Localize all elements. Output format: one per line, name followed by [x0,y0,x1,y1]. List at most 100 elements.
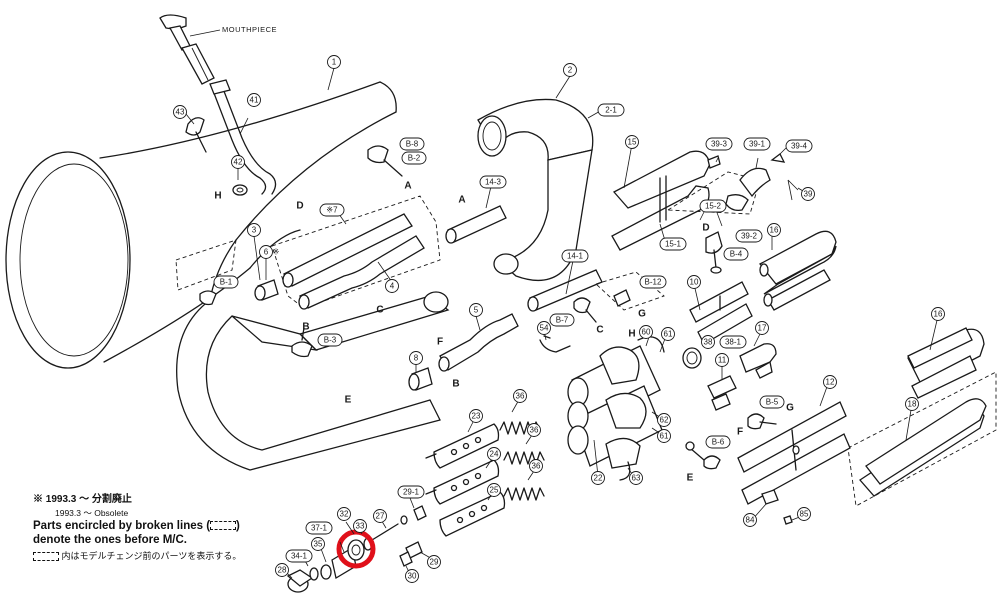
callout-23: 23 [469,409,483,423]
svg-text:61: 61 [660,432,669,441]
callout-34-1: 34-1 [285,549,313,563]
callout-39-1: 39-1 [743,137,771,151]
svg-text:B-8: B-8 [406,140,419,149]
svg-text:B-5: B-5 [766,398,779,407]
svg-text:2: 2 [568,66,573,75]
part-84 [761,489,779,505]
callout-16-right: 16 [931,307,945,321]
callout-11: 11 [715,353,729,367]
mouthpiece-label: MOUTHPIECE [222,25,277,34]
callout-29-1: 29-1 [397,485,425,499]
letter-h-2: H [628,329,635,340]
svg-text:15-2: 15-2 [705,202,722,211]
svg-text:36: 36 [530,426,539,435]
ring-42 [232,184,248,196]
legend-line-2: 1993.3 ～ Obsolete [55,508,129,518]
ring-8 [408,367,433,391]
svg-text:61: 61 [664,330,673,339]
callout-3: 3 [247,223,261,237]
letter-a-2: A [458,195,465,206]
cap-28 [286,569,314,593]
svg-text:5: 5 [474,306,479,315]
callout-38: 38 [701,335,715,349]
svg-text:B-4: B-4 [730,250,743,259]
label-b-12: B-12 [639,275,667,289]
callout-24: 24 [487,447,501,461]
callout-7: ※7 [319,203,345,217]
callout-39-2: 39-2 [735,229,763,243]
callout-61-b: 61 [657,429,671,443]
svg-text:85: 85 [800,510,809,519]
svg-text:17: 17 [758,324,767,333]
letter-g-2: G [786,403,794,414]
part-11 [707,375,737,411]
svg-text:29-1: 29-1 [403,488,420,497]
callout-25: 25 [487,483,501,497]
letter-g-1: G [638,309,646,320]
legend-line-3: Parts encircled by broken lines () [33,520,240,532]
part-85 [783,515,793,525]
letter-c-2: C [596,325,603,336]
svg-text:14-1: 14-1 [567,252,584,261]
key-b-5 [747,413,777,430]
svg-text:38-1: 38-1 [725,338,742,347]
part-39-group [707,153,799,212]
letter-a-1: A [404,181,411,192]
callout-17: 17 [755,321,769,335]
slide-18-group [847,371,997,507]
svg-text:41: 41 [250,96,259,105]
callout-18: 18 [905,397,919,411]
svg-text:4: 4 [390,282,395,291]
mouthpiece [159,14,215,85]
callout-29: 29 [427,555,441,569]
piston-25 [439,491,506,537]
svg-text:B-1: B-1 [220,278,233,287]
callout-85: 85 [797,507,811,521]
svg-text:42: 42 [234,158,243,167]
slide-10 [689,281,753,345]
label-b-3: B-3 [317,333,343,347]
leadpipe-41 [209,79,277,195]
letter-b-1: B [302,322,309,333]
callout-42: 42 [231,155,245,169]
svg-text:29: 29 [430,558,439,567]
callout-2-1: 2-1 [597,103,625,117]
svg-text:23: 23 [472,412,481,421]
callout-61-a: 61 [661,327,675,341]
svg-text:1: 1 [332,58,337,67]
legend-line-1: ※ 1993.3 ～ 分割廃止 [33,494,132,505]
svg-text:32: 32 [340,510,349,519]
label-b-2: B-2 [401,151,427,165]
tube-5 [438,313,519,372]
svg-text:38: 38 [704,338,713,347]
callout-32: 32 [337,507,351,521]
rod-27 [371,515,408,541]
callout-36-c: 36 [529,459,543,473]
callout-54: 54 [537,321,551,335]
svg-text:8: 8 [414,354,419,363]
svg-text:39-4: 39-4 [791,142,808,151]
callout-2: 2 [563,63,577,77]
callout-36-a: 36 [513,389,527,403]
water-key-b-12 [613,289,631,307]
svg-text:11: 11 [718,356,727,365]
letter-labels: A A B B C C D D E E F F G G H H [214,181,794,484]
callout-5: 5 [469,303,483,317]
callout-12: 12 [823,375,837,389]
callout-4: 4 [385,279,399,293]
letter-e-2: E [687,473,694,484]
letter-d-2: D [702,223,709,234]
svg-text:39: 39 [804,190,813,199]
label-b-5: B-5 [759,395,785,409]
callout-1: 1 [327,55,341,69]
svg-text:3: 3 [252,226,257,235]
callout-15-2: 15-2 [699,199,727,213]
callout-15: 15 [625,135,639,149]
callout-22: 22 [591,471,605,485]
letter-f-1: F [437,337,443,348]
spring-36-c [503,487,545,501]
callout-35: 35 [311,537,325,551]
part-17 [739,343,777,379]
letter-c-1: C [376,305,383,316]
